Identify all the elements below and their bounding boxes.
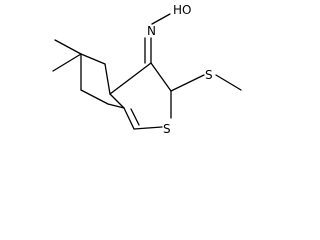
- bond-c8a-c4a: [109, 93, 125, 109]
- background: [0, 0, 254, 154]
- chemical-structure: HO N S S: [0, 0, 254, 154]
- thioether-sulfur-label: S: [205, 68, 213, 82]
- bond-c4-c3: [150, 62, 172, 92]
- bond-s-methyl-ch3: [215, 74, 242, 91]
- hydroxyl-label: HO: [173, 3, 191, 17]
- bond-c6-methyl-b: [52, 53, 82, 72]
- bond-c8-c8a: [107, 103, 125, 109]
- bond-c1-c8a: [123, 107, 135, 130]
- bond-c6-methyl-a: [54, 39, 82, 55]
- oxime-nitrogen-label: N: [147, 24, 156, 38]
- atom-labels: HO N S S: [147, 3, 213, 136]
- bond-c4a-c5: [104, 63, 111, 95]
- bond-c1-c8a-double: [130, 108, 140, 126]
- ring-sulfur-label: S: [163, 122, 171, 136]
- bond-c4a-c4: [109, 62, 152, 95]
- bond-c7-c8: [80, 89, 109, 105]
- bond-s2-c1: [133, 126, 163, 130]
- bond-c3-s-methyl: [170, 74, 205, 92]
- bond-n-o: [151, 13, 171, 25]
- bond-c5-c6: [80, 53, 106, 65]
- bonds: [52, 13, 242, 130]
